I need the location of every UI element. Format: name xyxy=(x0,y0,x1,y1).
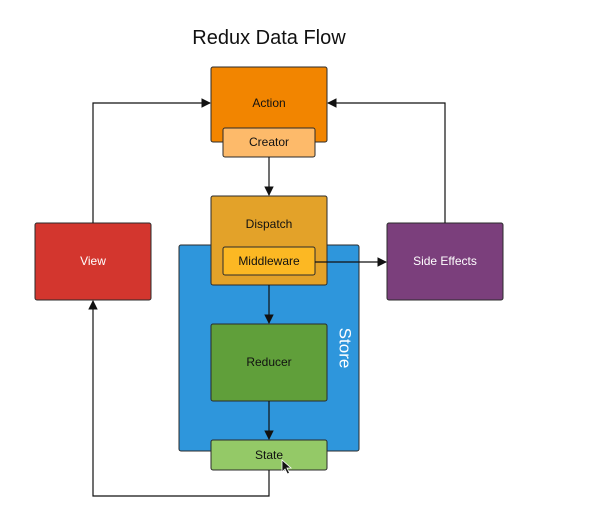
action-label: Action xyxy=(252,96,285,110)
middleware-node xyxy=(222,246,316,276)
edge-side-effects-to-action xyxy=(327,98,446,223)
edge-state-to-view xyxy=(88,300,270,497)
side-effects-label: Side Effects xyxy=(413,254,477,268)
store-label: Store xyxy=(336,328,355,369)
dispatch-label: Dispatch xyxy=(246,217,293,231)
view-label: View xyxy=(80,254,106,268)
diagram-title: Redux Data Flow xyxy=(192,27,346,49)
edge-view-to-action xyxy=(92,98,211,223)
state-label: State xyxy=(255,448,283,462)
reducer-label: Reducer xyxy=(246,355,291,369)
mouse-cursor-icon xyxy=(281,459,293,475)
creator-label: Creator xyxy=(249,135,289,149)
middleware-label: Middleware xyxy=(238,254,300,268)
